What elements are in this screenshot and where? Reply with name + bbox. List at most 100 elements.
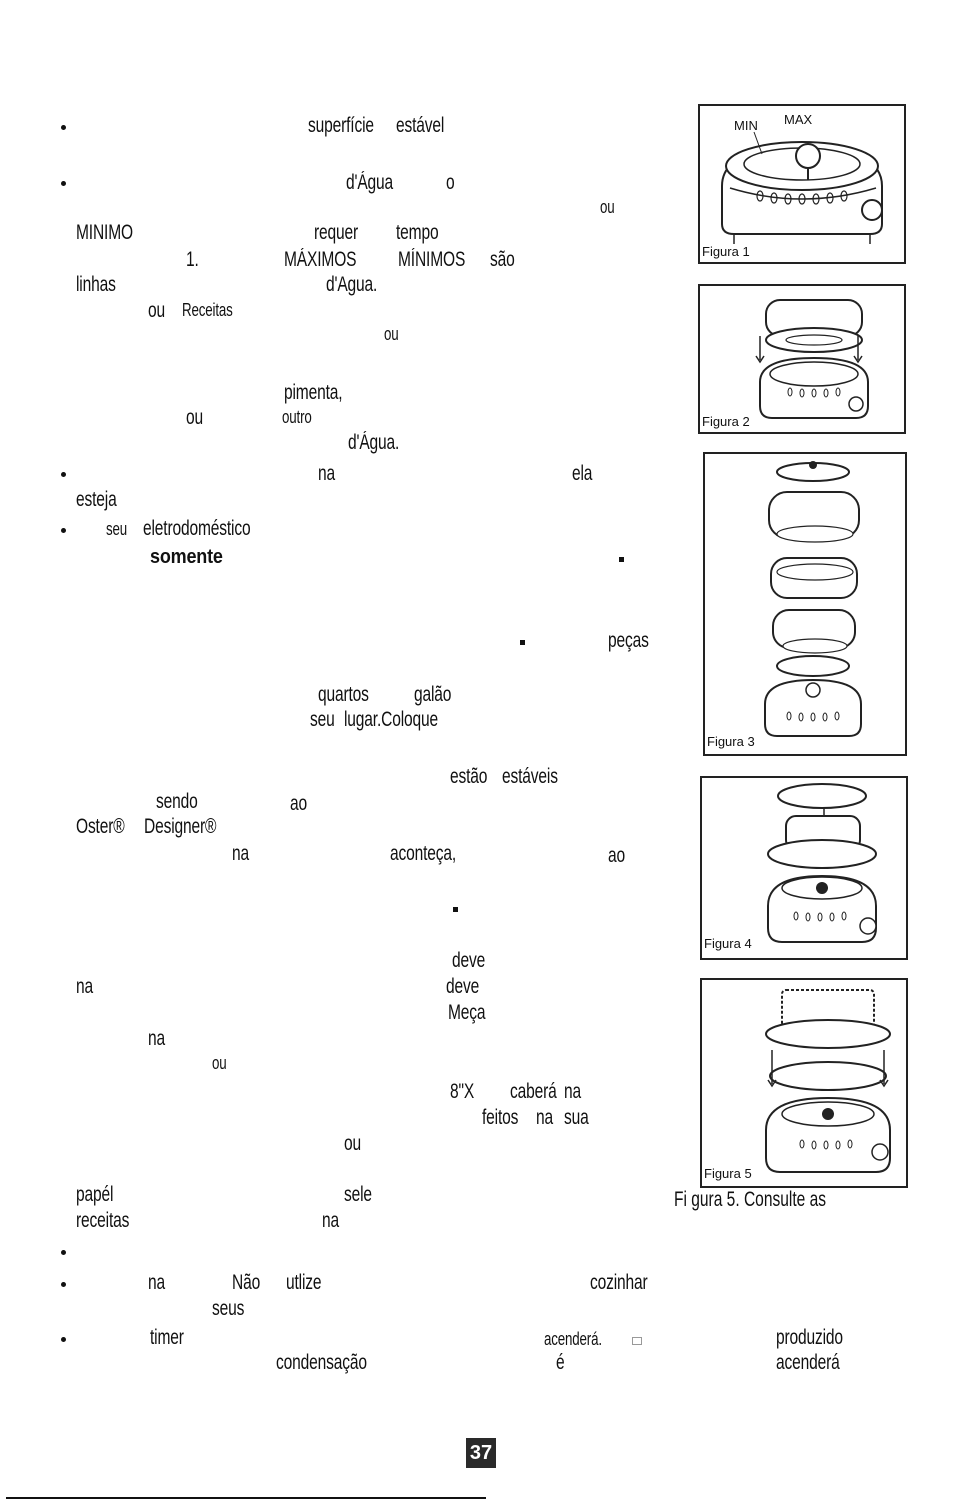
text-fragment: acenderá. (544, 1329, 602, 1349)
text-fragment: pimenta, (284, 381, 343, 404)
text-fragment: Não (232, 1271, 261, 1294)
text-fragment: MINIMO (76, 221, 133, 244)
text-fragment: requer (314, 221, 359, 244)
text-fragment: receitas (76, 1209, 130, 1232)
figure-label: Figura 3 (707, 734, 755, 749)
figure-caption: Fi gura 5. Consulte as (674, 1188, 827, 1211)
text-emphasis: somente (150, 546, 223, 568)
text-fragment: tempo (396, 221, 439, 244)
figure-label: Figura 5 (704, 1166, 752, 1181)
text-fragment: papél (76, 1183, 114, 1206)
text-fragment: feitos (482, 1106, 519, 1129)
text-fragment: seus (212, 1297, 245, 1320)
square-marker (520, 640, 525, 645)
text-fragment: ou (212, 1053, 227, 1073)
text-fragment: na (318, 462, 335, 485)
figure-1: MIN MAX Figura 1 (698, 104, 906, 264)
text-fragment: seu (310, 708, 335, 731)
text-fragment: ou (384, 324, 399, 344)
text-fragment: timer (150, 1326, 184, 1349)
text-fragment: ou (148, 299, 165, 322)
small-box-glyph (632, 1337, 642, 1345)
text-fragment: estão (450, 765, 488, 788)
text-fragment: sua (564, 1106, 589, 1129)
text-fragment: estável (396, 114, 445, 137)
text-fragment: produzido (776, 1326, 843, 1349)
text-fragment: galão (414, 683, 452, 706)
figure-label: Figura 1 (702, 244, 750, 259)
text-fragment: esteja (76, 488, 117, 511)
text-fragment: utlize (286, 1271, 322, 1294)
text-fragment: estáveis (502, 765, 558, 788)
text-fragment: na (148, 1271, 165, 1294)
text-fragment: condensação (276, 1351, 367, 1374)
text-fragment: sele (344, 1183, 372, 1206)
text-fragment: aconteça, (390, 842, 457, 865)
text-fragment: acenderá (776, 1351, 840, 1374)
text-fragment: 1. (186, 248, 199, 271)
text-fragment: MÍNIMOS (398, 248, 466, 271)
text-fragment: d'Agua. (326, 273, 378, 296)
text-fragment: ela (572, 462, 593, 485)
text-fragment: d'Água. (348, 431, 400, 454)
text-fragment: Meça (448, 1001, 486, 1024)
text-fragment: eletrodoméstico (143, 517, 251, 540)
text-fragment: ao (290, 792, 307, 815)
text-fragment: na (564, 1080, 581, 1103)
text-fragment: ou (186, 406, 203, 429)
bullet (61, 1250, 66, 1255)
steamer-exploded-illustration (764, 461, 862, 737)
text-fragment: na (322, 1209, 339, 1232)
text-fragment: Oster® (76, 815, 125, 838)
max-label: MAX (784, 112, 813, 127)
figure-2: Figura 2 (698, 284, 906, 434)
text-fragment: ou (344, 1132, 361, 1155)
bullet (61, 1282, 66, 1287)
bullet (61, 528, 66, 533)
text-fragment: sendo (156, 790, 198, 813)
square-marker (453, 907, 458, 912)
text-fragment: ou (600, 197, 615, 217)
figure-label: Figura 2 (702, 414, 750, 429)
steamer-base-illustration (721, 131, 883, 244)
text-fragment: na (76, 975, 93, 998)
text-fragment: na (232, 842, 249, 865)
bullet (61, 181, 66, 186)
bullet (61, 1337, 66, 1342)
min-label: MIN (734, 118, 758, 133)
text-fragment: deve (452, 949, 486, 972)
text-fragment: quartos (318, 683, 369, 706)
figure-5: Figura 5 (700, 978, 908, 1188)
square-marker (619, 557, 624, 562)
figure-3: Figura 3 (703, 452, 907, 756)
text-fragment: ao (608, 844, 625, 867)
text-fragment: caberá (510, 1080, 557, 1103)
text-fragment: MÁXIMOS (284, 248, 357, 271)
figure-label: Figura 4 (704, 936, 752, 951)
text-fragment: deve (446, 975, 480, 998)
text-fragment: Receitas (182, 300, 233, 320)
text-fragment: d'Água (346, 171, 394, 194)
text-fragment: na (148, 1027, 165, 1050)
text-fragment: cozinhar (590, 1271, 648, 1294)
bullet (61, 472, 66, 477)
text-fragment: linhas (76, 273, 116, 296)
text-fragment: na (536, 1106, 553, 1129)
text-fragment: superfície (308, 114, 374, 137)
text-fragment: seu (106, 519, 128, 539)
text-fragment: lugar.Coloque (344, 708, 438, 731)
steamer-assembly-illustration (755, 299, 869, 419)
text-fragment: peças (608, 629, 649, 652)
text-fragment: 8"X (450, 1080, 475, 1103)
text-fragment: Designer® (144, 815, 217, 838)
steamer-loaf-pan-illustration (765, 989, 891, 1173)
bullet (61, 125, 66, 130)
page-number: 37 (466, 1438, 496, 1468)
steamer-rice-bowl-illustration (767, 783, 877, 943)
text-fragment: é (556, 1351, 565, 1374)
text-fragment: outro (282, 407, 312, 427)
footer-rule (6, 1497, 486, 1499)
figure-4: Figura 4 (700, 776, 908, 960)
text-fragment: o (446, 171, 455, 194)
text-fragment: são (490, 248, 515, 271)
